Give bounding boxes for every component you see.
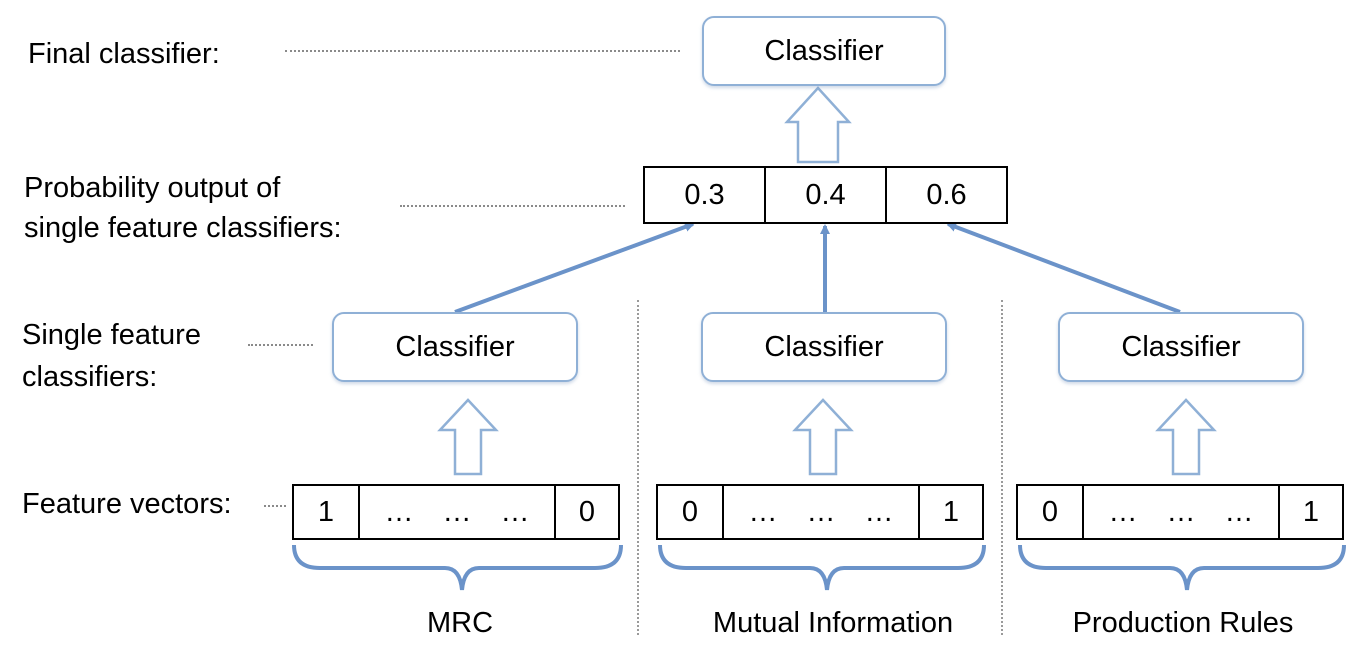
classifier-text-production-rules: Classifier [1121, 330, 1241, 363]
classifier-box-mrc: Classifier [332, 312, 578, 382]
arrow-mrc-to-prob [454, 222, 695, 314]
vector-first-cell: 0 [1018, 486, 1084, 538]
feature-vectors-label: Feature vectors: [22, 488, 232, 520]
group-name-mrc: MRC [426, 607, 494, 639]
classifier-text-mutual-information: Classifier [764, 330, 884, 363]
final-classifier-leader [285, 50, 680, 52]
arrow-pr-to-prob [946, 222, 1181, 314]
probability-cell-3: 0.6 [887, 168, 1006, 222]
final-classifier-box: Classifier [702, 16, 946, 86]
ellipsis: … [1166, 495, 1196, 528]
block-arrow-up-pr [1155, 398, 1217, 476]
feature-vectors-leader [264, 505, 286, 507]
classifier-box-mutual-information: Classifier [701, 312, 947, 382]
separator-1 [637, 300, 639, 635]
group-name-production-rules: Production Rules [1072, 607, 1294, 639]
vector-first-value: 1 [317, 495, 335, 528]
feature-vector-mutual-information: 0 … … … 1 [656, 484, 984, 540]
group-name-mutual-information: Mutual Information [712, 607, 954, 639]
probability-label-line1: Probability output of [24, 172, 281, 204]
ellipsis: … [748, 495, 778, 528]
block-arrow-up-mi [792, 398, 854, 476]
vector-first-value: 0 [681, 495, 699, 528]
ellipsis: … [864, 495, 894, 528]
block-arrow-up-mrc [437, 398, 499, 476]
ellipsis: … [1108, 495, 1138, 528]
vector-first-cell: 0 [658, 486, 724, 538]
ellipsis: … [1224, 495, 1254, 528]
vector-first-cell: 1 [294, 486, 360, 538]
vector-last-cell: 0 [556, 486, 618, 538]
single-classifiers-label-line1: Single feature [22, 319, 201, 351]
probability-output-row: 0.3 0.4 0.6 [643, 166, 1008, 224]
vector-last-value: 0 [578, 495, 596, 528]
classifier-text-mrc: Classifier [395, 330, 515, 363]
vector-last-cell: 1 [1280, 486, 1342, 538]
vector-middle-cell: … … … [360, 486, 556, 538]
probability-value-2: 0.4 [805, 178, 846, 211]
ellipsis: … [384, 495, 414, 528]
single-classifiers-label-line2: classifiers: [22, 361, 158, 393]
brace-mi [658, 544, 986, 591]
probability-value-3: 0.6 [926, 178, 967, 211]
vector-middle-cell: … … … [724, 486, 920, 538]
vector-last-value: 1 [1302, 495, 1320, 528]
probability-label-line2: single feature classifiers: [24, 212, 342, 244]
probability-cell-2: 0.4 [766, 168, 887, 222]
probability-leader [400, 205, 625, 207]
vector-first-value: 0 [1041, 495, 1059, 528]
ellipsis: … [442, 495, 472, 528]
final-classifier-text: Classifier [764, 34, 884, 67]
feature-vector-production-rules: 0 … … … 1 [1016, 484, 1344, 540]
block-arrow-up-final [784, 86, 852, 164]
single-classifiers-leader [248, 344, 313, 346]
final-classifier-label: Final classifier: [28, 38, 220, 70]
brace-mrc [292, 544, 623, 591]
vector-last-cell: 1 [920, 486, 982, 538]
feature-vector-mrc: 1 … … … 0 [292, 484, 620, 540]
ellipsis: … [500, 495, 530, 528]
classifier-box-production-rules: Classifier [1058, 312, 1304, 382]
vector-middle-cell: … … … [1084, 486, 1280, 538]
brace-pr [1018, 544, 1346, 591]
ellipsis: … [806, 495, 836, 528]
probability-cell-1: 0.3 [645, 168, 766, 222]
probability-value-1: 0.3 [684, 178, 725, 211]
vector-last-value: 1 [942, 495, 960, 528]
separator-2 [1001, 300, 1003, 635]
